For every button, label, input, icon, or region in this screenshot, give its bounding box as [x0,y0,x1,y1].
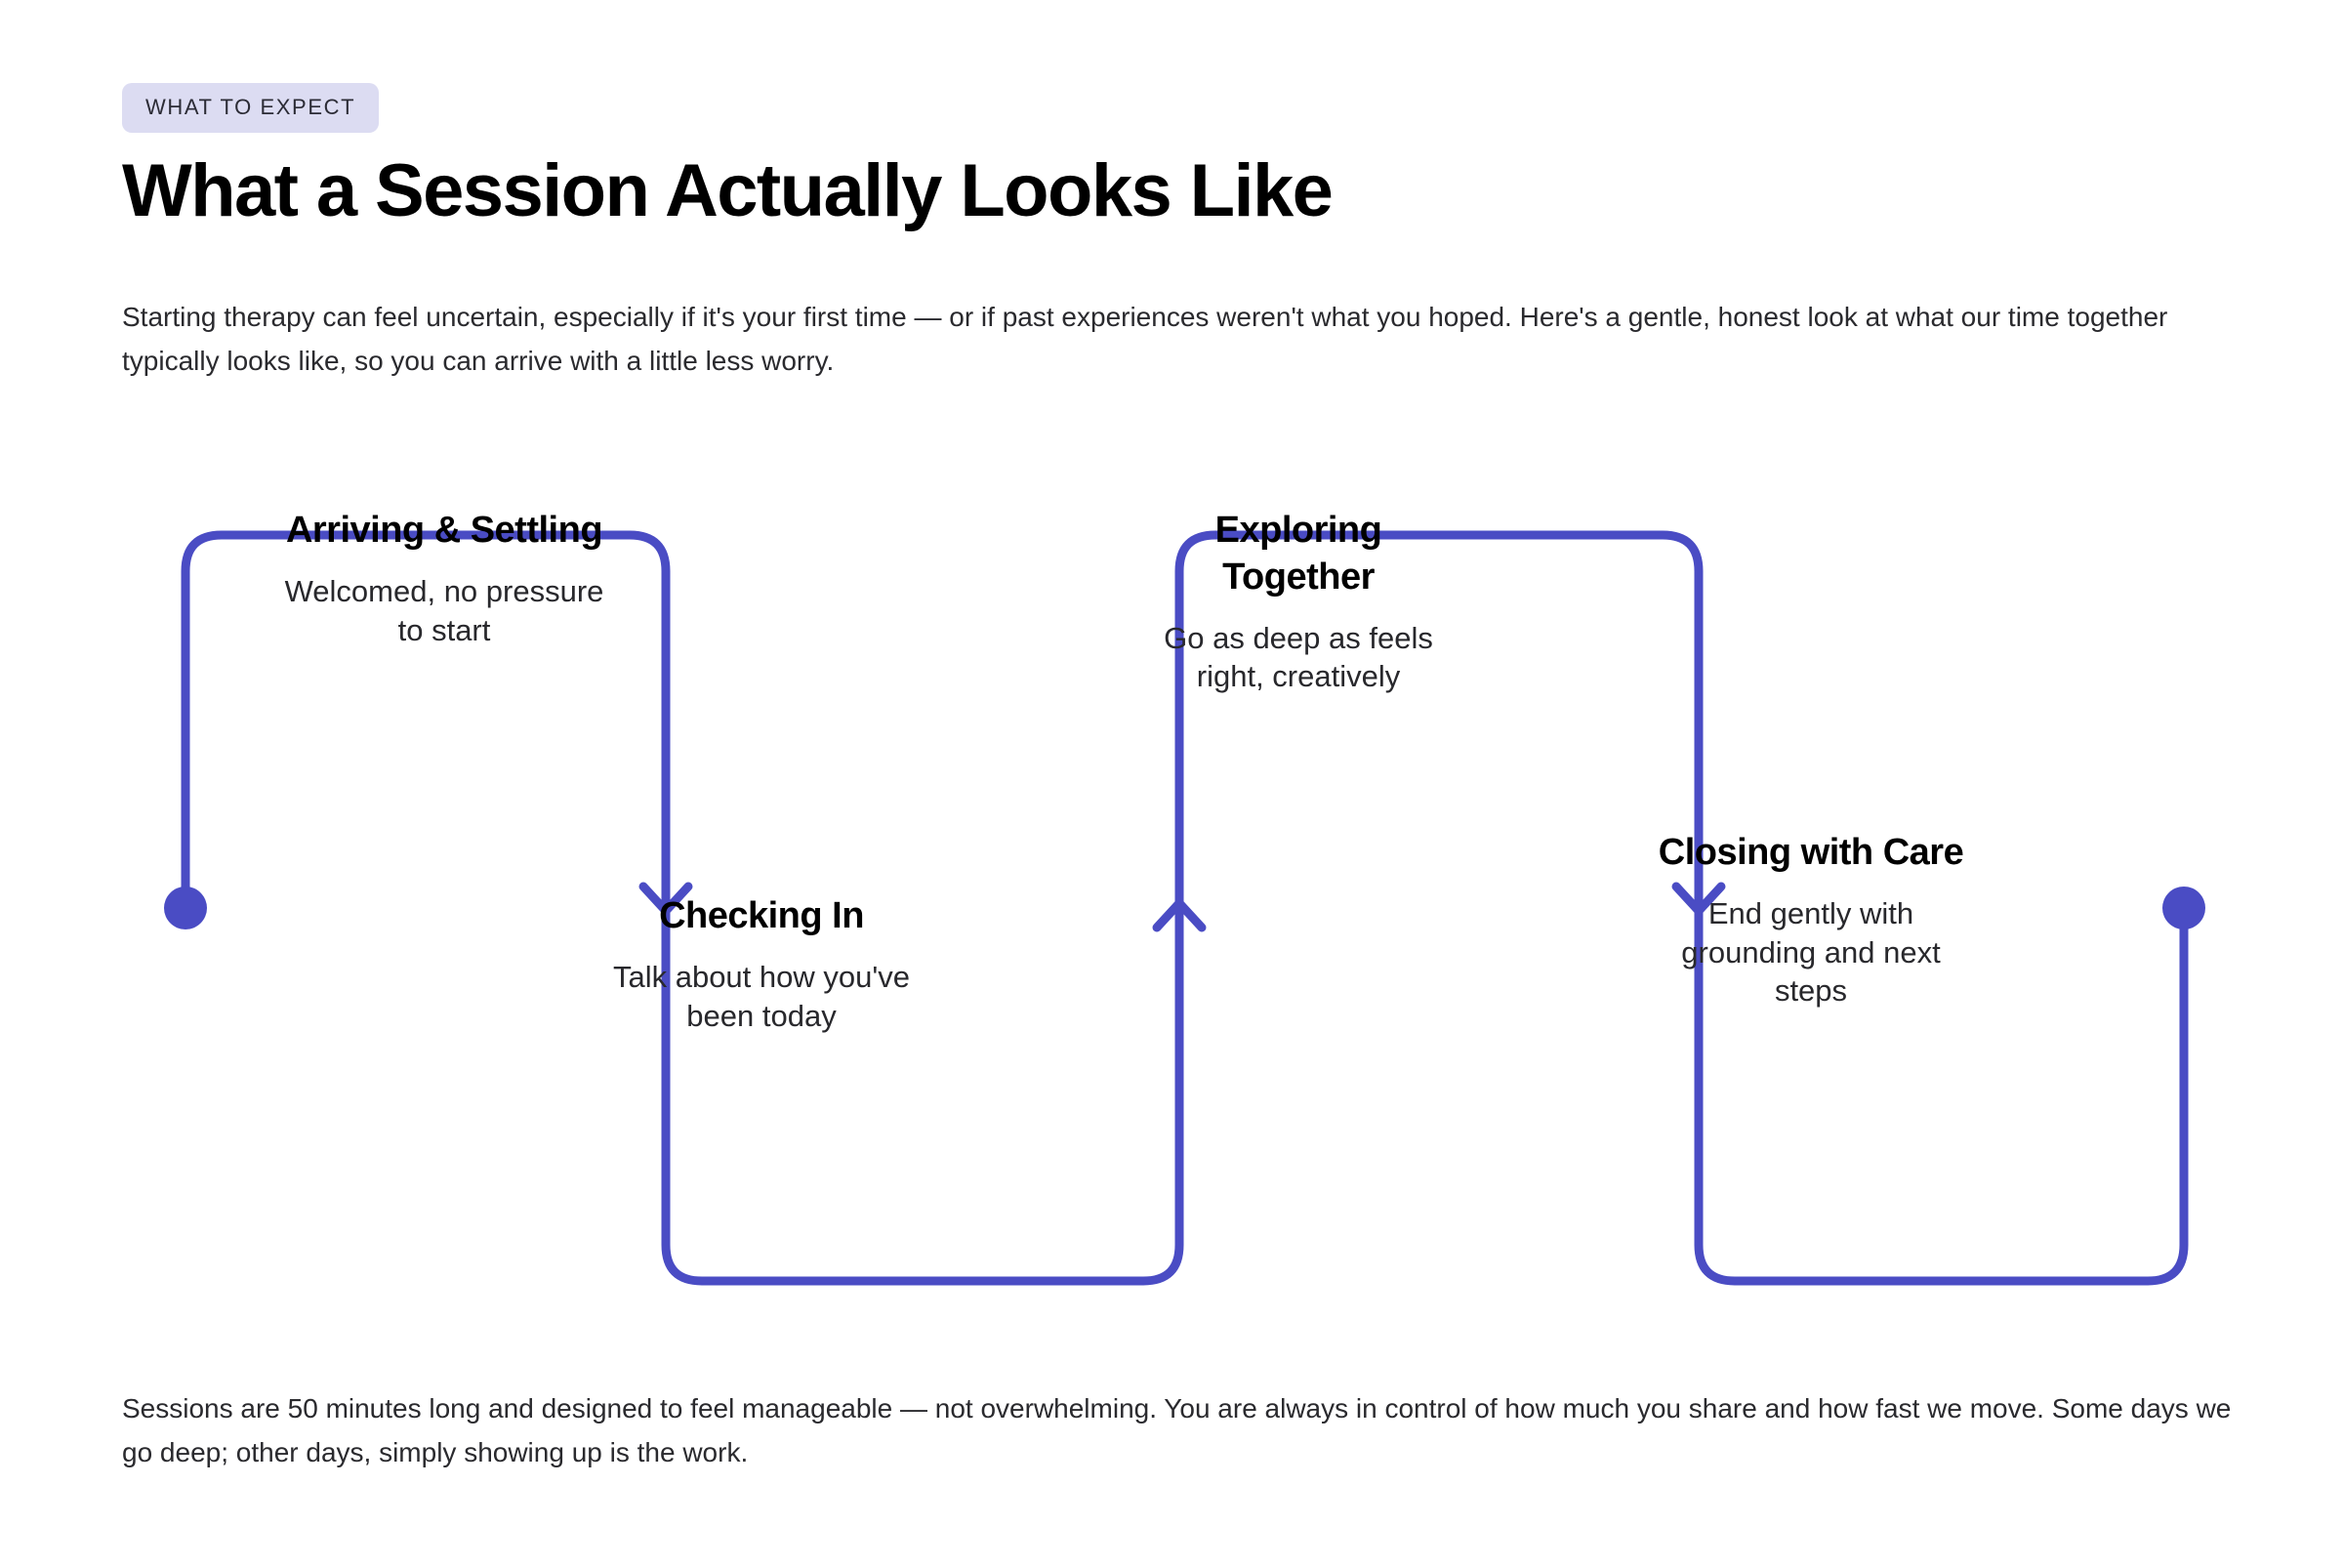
page-title: What a Session Actually Looks Like [122,149,1334,232]
arrow-up-icon-2 [1152,898,1207,932]
flow-step-title: Closing with Care [1658,832,1964,873]
arrow-down-icon-3 [1671,882,1726,916]
outro-paragraph: Sessions are 50 minutes long and designe… [122,1393,2232,1468]
flow-step-title: Exploring Together [1214,510,1382,598]
flow-connector-svg [164,530,2205,1286]
flow-step-exploring-together: Exploring Together Go as deep as feels r… [1137,508,1459,696]
intro-paragraph: Starting therapy can feel uncertain, esp… [122,302,2168,377]
start-dot-marker [164,887,207,929]
flow-step-description: Go as deep as feels right, creatively [1164,620,1433,694]
flow-step-description: End gently with grounding and next steps [1681,895,1941,1009]
connector-path-3 [1174,530,1704,908]
flow-step-checking-in: Checking In Talk about how you've been t… [600,893,923,1035]
connector-path-1 [181,530,671,908]
end-dot-marker [2162,887,2205,929]
flow-step-title: Checking In [659,895,864,936]
session-flow-diagram: Arriving & Settling Welcomed, no pressur… [0,420,2343,1338]
eyebrow-badge: WHAT TO EXPECT [122,83,380,133]
connector-path-2 [661,898,1184,1286]
arrow-down-icon-1 [638,882,693,916]
flow-step-title: Arriving & Settling [285,510,603,551]
connector-path-4 [1694,898,2189,1286]
flow-step-description: Talk about how you've been today [612,959,911,1033]
flow-step-closing-with-care: Closing with Care End gently with ground… [1650,830,1972,1011]
flow-step-arriving-settling: Arriving & Settling Welcomed, no pressur… [283,508,605,649]
flow-step-description: Welcomed, no pressure to start [284,573,604,647]
